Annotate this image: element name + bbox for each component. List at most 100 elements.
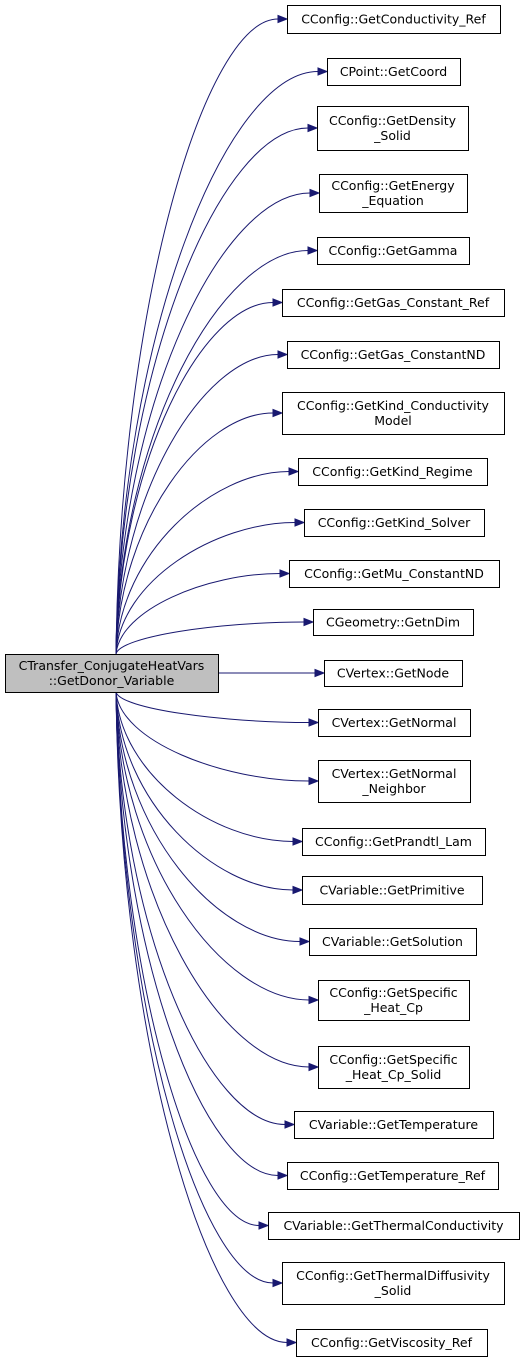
call-edge <box>115 691 260 1226</box>
target-node-label-line: CConfig::GetSpecific <box>329 1052 457 1067</box>
target-node-label-line: CConfig::GetGas_Constant_Ref <box>297 295 490 310</box>
target-node[interactable]: CConfig::GetKind_Solver <box>304 509 485 537</box>
target-node[interactable]: CGeometry::GetnDim <box>313 609 474 636</box>
arrowhead-icon <box>292 837 304 846</box>
target-node-label-line: CVariable::GetThermalConductivity <box>283 1218 504 1233</box>
target-node-label-line: _Neighbor <box>361 781 426 796</box>
call-edge <box>115 691 310 782</box>
target-node[interactable]: CConfig::GetPrandtl_Lam <box>302 828 486 856</box>
target-node[interactable]: CConfig::GetTemperature_Ref <box>287 1162 499 1190</box>
target-node-box <box>324 660 463 687</box>
arrowhead-icon <box>292 885 304 895</box>
call-edge <box>115 302 274 655</box>
target-node-box <box>309 928 477 956</box>
arrowhead-icon <box>286 1338 298 1347</box>
arrowhead-icon <box>307 246 319 255</box>
call-edge <box>115 691 310 1068</box>
arrowhead-icon <box>308 1062 320 1072</box>
call-edge <box>115 691 279 1176</box>
target-node-label-line: CConfig::GetViscosity_Ref <box>311 1335 473 1350</box>
target-node-box <box>302 828 486 856</box>
target-node[interactable]: CVariable::GetThermalConductivity <box>268 1212 520 1240</box>
arrowhead-icon <box>277 1171 289 1180</box>
target-node-label-line: CGeometry::GetnDim <box>326 615 460 630</box>
source-node-label-line: ::GetDonor_Variable <box>49 673 175 688</box>
target-node-box <box>317 106 469 151</box>
target-node-label-line: CConfig::GetTemperature_Ref <box>300 1168 486 1183</box>
target-node-box <box>287 341 500 369</box>
target-node-box <box>282 1262 505 1305</box>
target-node[interactable]: CVariable::GetSolution <box>309 928 477 956</box>
target-node-label-line: CVertex::GetNormal <box>332 766 457 781</box>
target-node-label-line: CVertex::GetNormal <box>332 715 457 730</box>
target-node-box <box>302 876 483 905</box>
target-node-box <box>318 709 471 737</box>
call-edge <box>115 691 286 1125</box>
target-node[interactable]: CVariable::GetPrimitive <box>302 876 483 905</box>
arrowhead-icon <box>308 995 320 1005</box>
arrowhead-icon <box>272 1278 284 1288</box>
target-node-box <box>318 980 470 1021</box>
call-edge <box>115 354 279 655</box>
target-node[interactable]: CConfig::GetSpecific_Heat_Cp_Solid <box>318 1046 470 1089</box>
target-node-label-line: CConfig::GetGas_ConstantND <box>301 347 486 362</box>
call-edge <box>115 71 319 655</box>
target-node-label-line: CConfig::GetThermalDiffusivity <box>296 1268 490 1283</box>
target-node-box <box>327 58 461 86</box>
target-node-label-line: CVariable::GetPrimitive <box>319 883 464 898</box>
target-node-box <box>282 392 505 435</box>
target-node[interactable]: CVariable::GetTemperature <box>294 1111 494 1139</box>
call-edge <box>115 18 279 655</box>
target-node-label-line: Model <box>374 413 412 428</box>
arrowhead-icon <box>258 1221 270 1230</box>
call-edge <box>115 250 309 655</box>
target-node-label-line: CConfig::GetKind_Solver <box>318 515 471 530</box>
source-node[interactable]: CTransfer_ConjugateHeatVars::GetDonor_Va… <box>5 654 219 693</box>
arrowhead-icon <box>284 1120 296 1129</box>
target-node-box <box>318 760 471 803</box>
arrowhead-icon <box>288 467 300 476</box>
target-node[interactable]: CConfig::GetViscosity_Ref <box>296 1329 488 1357</box>
target-node-label-line: CVertex::GetNode <box>337 666 450 681</box>
target-node-box <box>296 1329 488 1357</box>
target-node-label-line: _Solid <box>374 1283 412 1298</box>
target-node-label-line: CConfig::GetKind_Regime <box>312 464 473 479</box>
target-node[interactable]: CConfig::GetEnergy_Equation <box>319 174 468 213</box>
arrowhead-icon <box>277 14 289 24</box>
target-node-box <box>289 560 500 588</box>
target-node[interactable]: CConfig::GetGas_Constant_Ref <box>282 289 505 317</box>
target-node[interactable]: CConfig::GetDensity_Solid <box>317 106 469 151</box>
call-edge <box>115 691 288 1343</box>
call-edge <box>115 621 305 655</box>
call-edge <box>115 691 274 1284</box>
arrowhead-icon <box>279 569 291 578</box>
target-node[interactable]: CPoint::GetCoord <box>327 58 461 86</box>
arrowhead-icon <box>317 67 329 76</box>
target-node[interactable]: CConfig::GetGas_ConstantND <box>287 341 500 369</box>
target-node-box <box>317 237 470 265</box>
arrowhead-icon <box>308 718 320 727</box>
target-node-label-line: CConfig::GetPrandtl_Lam <box>315 834 472 849</box>
target-node[interactable]: CConfig::GetMu_ConstantND <box>289 560 500 588</box>
target-node-box <box>318 1046 470 1089</box>
target-node[interactable]: CConfig::GetKind_Regime <box>298 458 488 486</box>
target-node-label-line: CConfig::GetSpecific <box>329 985 457 1000</box>
call-edge <box>115 691 294 842</box>
call-edge <box>115 691 310 1001</box>
call-edge <box>115 691 294 891</box>
target-node[interactable]: CConfig::GetGamma <box>317 237 470 265</box>
target-node[interactable]: CConfig::GetConductivity_Ref <box>287 5 501 34</box>
target-node[interactable]: CVertex::GetNormal_Neighbor <box>318 760 471 803</box>
arrowhead-icon <box>272 408 284 418</box>
target-node[interactable]: CVertex::GetNode <box>324 660 463 687</box>
target-node-box <box>294 1111 494 1139</box>
target-node-label-line: CConfig::GetEnergy <box>331 178 455 193</box>
target-node[interactable]: CVertex::GetNormal <box>318 709 471 737</box>
target-node[interactable]: CConfig::GetThermalDiffusivity_Solid <box>282 1262 505 1305</box>
target-node-label-line: CConfig::GetMu_ConstantND <box>304 566 484 581</box>
target-node[interactable]: CConfig::GetSpecific_Heat_Cp <box>318 980 470 1021</box>
source-node-box <box>5 654 219 693</box>
source-node-label-line: CTransfer_ConjugateHeatVars <box>19 658 205 673</box>
